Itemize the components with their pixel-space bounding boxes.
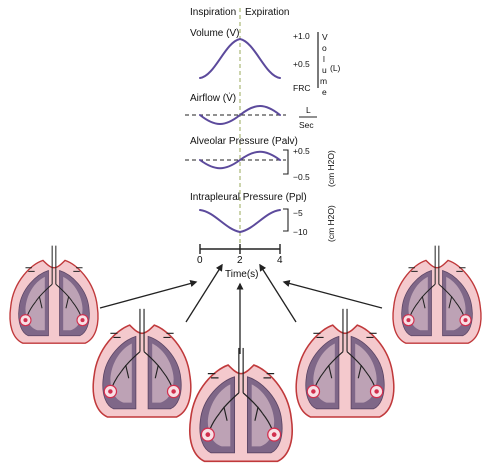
alveolar-scale-bracket bbox=[283, 149, 289, 175]
phase-expiration-label: Expiration bbox=[245, 7, 289, 18]
arrow-lung-1 bbox=[185, 263, 223, 323]
volume-title: Volume (V) bbox=[190, 28, 239, 39]
volume-curve bbox=[199, 37, 281, 79]
volume-tick-bottom: FRC bbox=[293, 83, 310, 93]
intrapleural-unit-label: (cm H2O) bbox=[326, 205, 336, 242]
airflow-unit-bottom: Sec bbox=[299, 120, 314, 130]
arrow-lung-3 bbox=[259, 263, 297, 323]
intrapleural-tick-top: −5 bbox=[293, 208, 303, 218]
time-axis-label: Time(s) bbox=[225, 269, 259, 280]
volume-vertical-label-v: V bbox=[322, 32, 328, 42]
volume-tick-mid: +0.5 bbox=[293, 59, 310, 69]
lung-2 bbox=[188, 347, 294, 463]
volume-vertical-label-o: o bbox=[322, 43, 327, 53]
volume-tick-top: +1.0 bbox=[293, 31, 310, 41]
alveolar-pressure-curve bbox=[199, 150, 281, 170]
airflow-unit-top: L bbox=[306, 105, 311, 115]
volume-vertical-label-m: m bbox=[320, 76, 327, 86]
lung-0 bbox=[9, 244, 99, 344]
alveolar-unit-label: (cm H2O) bbox=[326, 150, 336, 187]
volume-vertical-label-l: l bbox=[323, 54, 325, 64]
lung-4 bbox=[392, 244, 482, 344]
volume-unit-label: (L) bbox=[330, 63, 341, 73]
airflow-curve bbox=[199, 105, 281, 125]
intrapleural-tick-bottom: −10 bbox=[293, 227, 308, 237]
alveolar-tick-bottom: −0.5 bbox=[293, 172, 310, 182]
phase-inspiration-label: Inspiration bbox=[190, 7, 236, 18]
volume-vertical-label-e: e bbox=[322, 87, 327, 97]
alveolar-tick-top: +0.5 bbox=[293, 146, 310, 156]
time-tick-label-2: 2 bbox=[237, 255, 243, 266]
volume-vertical-label-u: u bbox=[322, 65, 327, 75]
time-tick-label-0: 0 bbox=[197, 255, 203, 266]
airflow-title: Airflow (V̇) bbox=[190, 91, 236, 104]
arrow-lung-0 bbox=[99, 280, 198, 309]
intrapleural-scale-bracket bbox=[283, 208, 289, 232]
arrow-lung-4 bbox=[282, 280, 383, 309]
intrapleural-pressure-title: Intrapleural Pressure (Ppl) bbox=[190, 192, 307, 203]
time-tick-label-4: 4 bbox=[277, 255, 283, 266]
intrapleural-pressure-curve bbox=[199, 209, 281, 234]
lung-1 bbox=[92, 308, 192, 418]
lung-3 bbox=[295, 308, 395, 418]
alveolar-pressure-title: Alveolar Pressure (Palv) bbox=[190, 136, 298, 147]
